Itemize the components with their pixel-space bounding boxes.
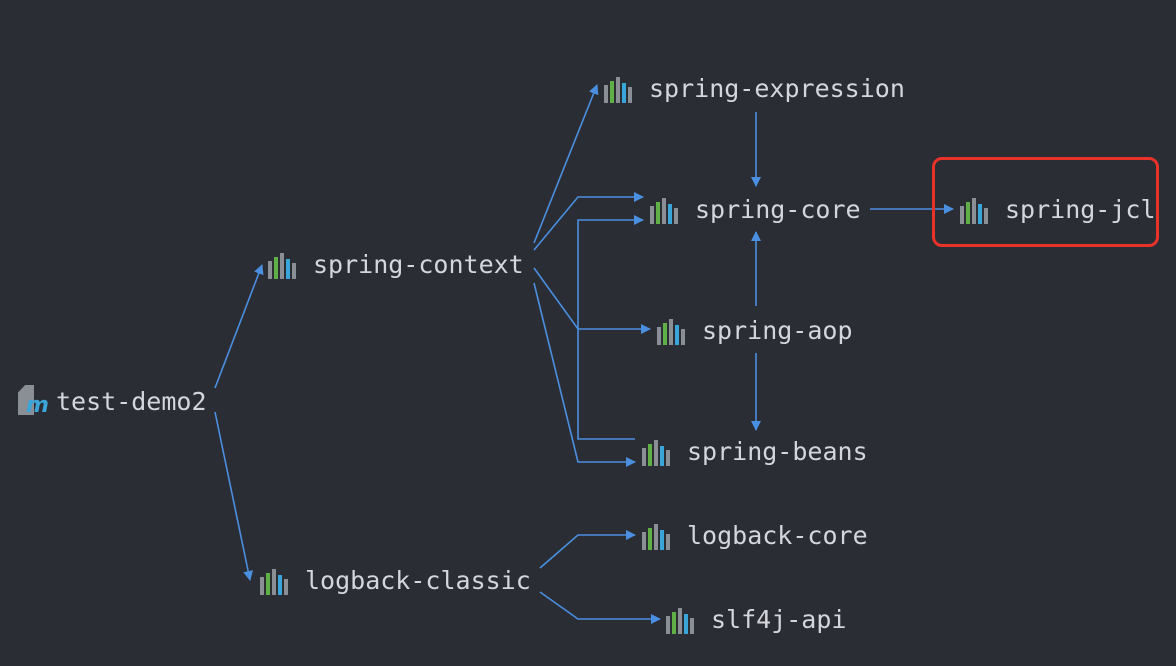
node-label: spring-jcl <box>1005 194 1156 224</box>
node-spring-context[interactable]: spring-context <box>268 247 524 281</box>
node-logback-core[interactable]: logback-core <box>642 518 868 552</box>
edge-classic-logback-core <box>539 530 636 569</box>
edge-root-logback-classic <box>214 411 254 581</box>
edge-context-expression <box>533 84 599 244</box>
node-label: spring-expression <box>649 73 905 103</box>
node-slf4j-api[interactable]: slf4j-api <box>666 602 846 636</box>
edge-context-aop <box>533 267 651 334</box>
node-spring-aop[interactable]: spring-aop <box>657 313 853 347</box>
node-spring-jcl[interactable]: spring-jcl <box>960 192 1156 226</box>
node-test-demo2[interactable]: m test-demo2 <box>16 384 207 418</box>
node-spring-expression[interactable]: spring-expression <box>604 71 905 105</box>
node-label: spring-core <box>695 194 861 224</box>
node-label: logback-classic <box>305 565 531 595</box>
highlight-box <box>932 157 1159 247</box>
node-spring-beans[interactable]: spring-beans <box>642 434 868 468</box>
library-icon <box>657 315 691 345</box>
library-icon <box>268 249 302 279</box>
library-icon <box>960 194 994 224</box>
node-label: spring-beans <box>687 436 868 466</box>
node-logback-classic[interactable]: logback-classic <box>260 563 531 597</box>
library-icon <box>650 194 684 224</box>
edge-context-core <box>533 192 644 251</box>
node-label: spring-context <box>313 249 524 279</box>
maven-module-icon: m <box>16 383 50 419</box>
library-icon <box>642 520 676 550</box>
edge-context-beans <box>533 282 636 467</box>
library-icon <box>666 604 700 634</box>
library-icon <box>260 565 294 595</box>
node-spring-core[interactable]: spring-core <box>650 192 861 226</box>
edge-root-spring-context <box>214 264 264 389</box>
node-label: test-demo2 <box>56 386 207 416</box>
library-icon <box>604 73 638 103</box>
library-icon <box>642 436 676 466</box>
node-label: logback-core <box>687 520 868 550</box>
node-label: spring-aop <box>702 315 853 345</box>
edge-beans-core <box>577 215 644 440</box>
edge-classic-slf4j <box>539 591 661 624</box>
node-label: slf4j-api <box>711 604 847 634</box>
